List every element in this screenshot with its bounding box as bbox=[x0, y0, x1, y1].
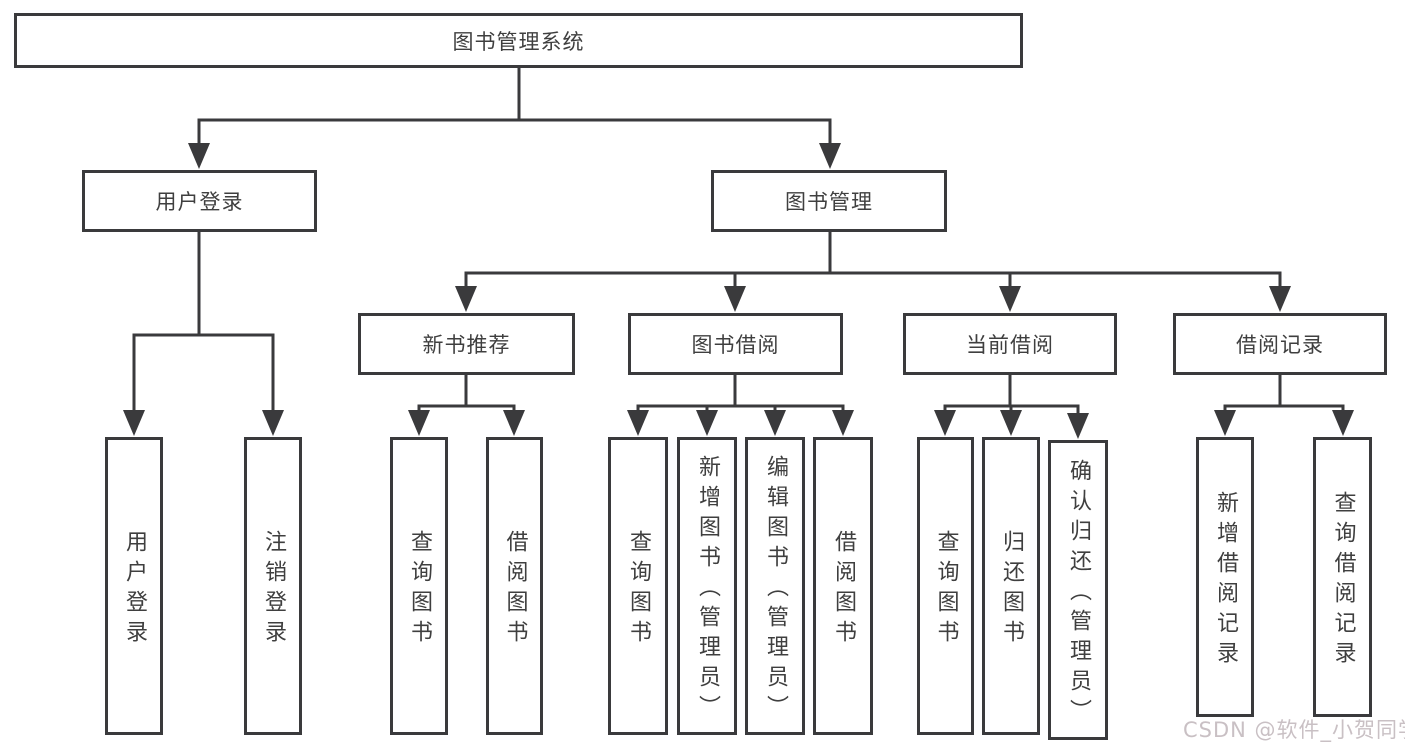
node-new-book-recommend-label: 新书推荐 bbox=[422, 333, 511, 357]
leaf-edit-book-admin: 编辑图书（管理员） bbox=[745, 437, 805, 735]
node-book-borrow-label: 图书借阅 bbox=[691, 333, 780, 357]
leaf-confirm-return-admin: 确认归还（管理员） bbox=[1048, 440, 1108, 740]
leaf-query-books-borrow: 查询图书 bbox=[608, 437, 668, 735]
leaf-query-borrow-record: 查询借阅记录 bbox=[1313, 437, 1372, 717]
csdn-watermark: CSDN @软件_小贺同学 bbox=[1183, 718, 1405, 742]
leaf-user-login: 用户登录 bbox=[105, 437, 163, 735]
leaf-query-books-recommend: 查询图书 bbox=[390, 437, 448, 735]
node-current-borrow: 当前借阅 bbox=[903, 313, 1117, 375]
leaf-query-books-current: 查询图书 bbox=[917, 437, 974, 735]
leaf-borrow-books: 借阅图书 bbox=[813, 437, 873, 735]
node-book-borrow: 图书借阅 bbox=[628, 313, 843, 375]
leaf-logout: 注销登录 bbox=[244, 437, 302, 735]
leaf-add-book-admin: 新增图书（管理员） bbox=[677, 437, 737, 735]
node-root-label: 图书管理系统 bbox=[452, 29, 585, 54]
node-borrow-records: 借阅记录 bbox=[1173, 313, 1387, 375]
node-book-management-label: 图书管理 bbox=[785, 190, 873, 214]
node-new-book-recommend: 新书推荐 bbox=[358, 313, 575, 375]
leaf-borrow-books-recommend: 借阅图书 bbox=[486, 437, 543, 735]
node-borrow-records-label: 借阅记录 bbox=[1236, 333, 1324, 357]
leaf-add-borrow-record: 新增借阅记录 bbox=[1196, 437, 1254, 717]
node-current-borrow-label: 当前借阅 bbox=[966, 333, 1054, 357]
node-user-login-branch-label: 用户登录 bbox=[155, 190, 244, 214]
leaf-return-books: 归还图书 bbox=[982, 437, 1040, 735]
node-book-management: 图书管理 bbox=[711, 170, 947, 232]
node-user-login-branch: 用户登录 bbox=[82, 170, 317, 232]
node-root: 图书管理系统 bbox=[14, 13, 1023, 68]
